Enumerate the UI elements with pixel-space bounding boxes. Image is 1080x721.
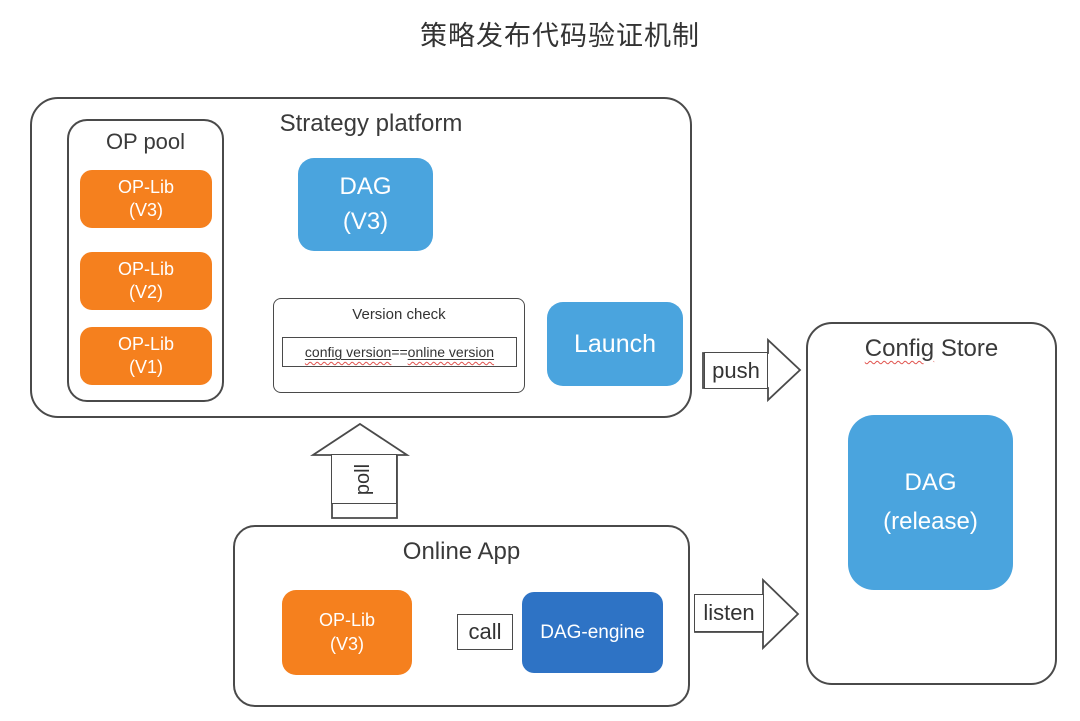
dag-release-line1: DAG	[904, 469, 957, 497]
push-arrow-label: push	[704, 352, 768, 389]
dag-v3-box: DAG (V3)	[298, 158, 433, 251]
dag-engine-label: DAG-engine	[540, 621, 645, 643]
op-lib-v1-line2: (V1)	[128, 357, 163, 377]
op-lib-v1-box: OP-Lib (V1)	[80, 327, 212, 385]
online-app-op-lib-box: OP-Lib (V3)	[282, 590, 412, 675]
launch-label: Launch	[573, 329, 657, 358]
condition-right: online version	[407, 344, 495, 360]
listen-text: listen	[703, 600, 755, 625]
dag-release-line2: (release)	[883, 507, 978, 535]
condition-left: config version	[304, 344, 392, 360]
listen-arrow-label: listen	[694, 594, 764, 632]
op-lib-v3-box: OP-Lib (V3)	[80, 170, 212, 228]
call-arrow-label: call	[457, 614, 513, 650]
config-store-label-rest: Store	[940, 335, 999, 362]
config-store-label: Config Store	[806, 335, 1057, 363]
online-app-op-lib-line2: (V3)	[329, 633, 364, 654]
op-lib-v2-box: OP-Lib (V2)	[80, 252, 212, 310]
dag-release-box: DAG (release)	[848, 415, 1013, 590]
dag-engine-box: DAG-engine	[522, 592, 663, 673]
online-app-label: Online App	[402, 538, 521, 565]
call-text: call	[468, 619, 502, 644]
version-check-condition-box: config version==online version	[282, 337, 517, 367]
push-text: push	[712, 357, 760, 383]
diagram-title: 策略发布代码验证机制	[420, 21, 700, 51]
launch-box: Launch	[547, 302, 683, 386]
online-app-op-lib-line1: OP-Lib	[318, 610, 376, 631]
strategy-platform-label: Strategy platform	[279, 110, 463, 137]
version-check-label: Version check	[352, 306, 446, 323]
op-pool-label: OP pool	[105, 129, 186, 154]
condition-left-wavy: config version	[305, 344, 391, 360]
op-lib-v1-line1: OP-Lib	[117, 333, 175, 354]
op-lib-v3-line2: (V3)	[128, 200, 163, 220]
op-lib-v2-line1: OP-Lib	[117, 258, 175, 279]
condition-operator: ==	[391, 344, 408, 360]
poll-arrow-label: poll	[331, 454, 397, 504]
poll-text: poll	[352, 463, 375, 495]
dag-v3-line2: (V3)	[342, 207, 389, 235]
config-store-label-flagged: Config	[864, 335, 935, 362]
op-lib-v2-line2: (V2)	[128, 282, 163, 302]
condition-right-wavy: online version	[408, 344, 494, 360]
dag-v3-line1: DAG	[339, 172, 392, 200]
op-lib-v3-line1: OP-Lib	[117, 176, 175, 197]
